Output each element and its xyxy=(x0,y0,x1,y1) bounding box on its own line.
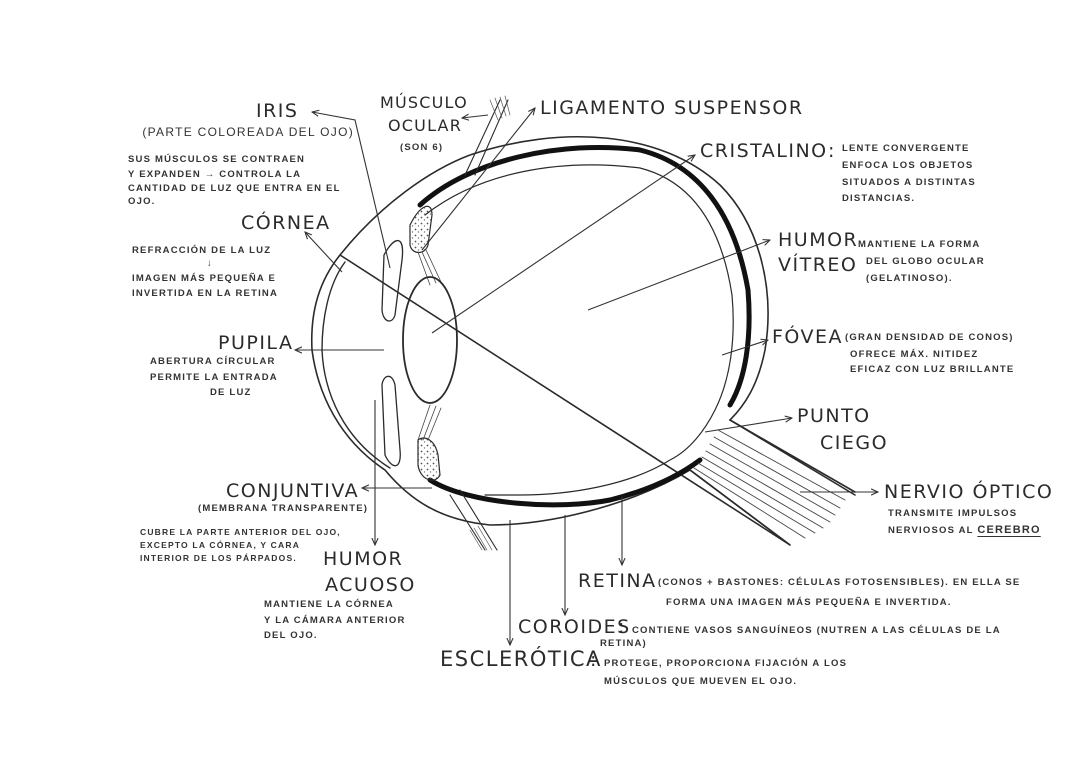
label-iris: IRIS xyxy=(256,100,299,122)
leader-fovea xyxy=(721,340,768,356)
leader-ligamento xyxy=(421,108,535,251)
label-musculo-1: MÚSCULO xyxy=(380,93,468,112)
iris-bottom xyxy=(381,375,401,467)
label-humor-acuoso-2: ACUOSO xyxy=(325,574,416,596)
cristalino-desc-4: DISTANCIAS. xyxy=(842,193,916,204)
label-ligamento: LIGAMENTO SUSPENSOR xyxy=(540,97,804,119)
cristalino-desc-1: LENTE CONVERGENTE xyxy=(842,143,970,154)
label-humor-acuoso-1: HUMOR xyxy=(323,548,404,570)
eye-muscle-top xyxy=(464,99,509,176)
conjuntiva-desc-1: CUBRE LA PARTE ANTERIOR DEL OJO, xyxy=(140,527,341,537)
acuoso-desc-1: MANTIENE LA CÓRNEA xyxy=(264,599,394,610)
vitreo-desc-1: MANTIENE LA FORMA xyxy=(858,239,981,250)
optic-nerve-bottom xyxy=(689,469,791,546)
fovea-desc-2: EFICAZ CON LUZ BRILLANTE xyxy=(850,364,1015,375)
acuoso-desc-3: DEL OJO. xyxy=(264,630,318,641)
label-conjuntiva: CONJUNTIVA xyxy=(226,480,360,502)
label-cristalino: CRISTALINO xyxy=(700,140,828,162)
label-punto-ciego-2: CIEGO xyxy=(820,432,889,454)
pupila-desc-1: ABERTURA CÍRCULAR xyxy=(150,356,276,367)
leader-lines xyxy=(295,108,878,645)
cristalino-sep: : xyxy=(828,140,836,162)
ciliary-top xyxy=(409,205,433,254)
leader-cornea xyxy=(305,232,343,273)
choroid xyxy=(417,145,752,408)
ciliary-bottom xyxy=(417,437,441,481)
leader-cristalino xyxy=(431,155,695,334)
retina-desc-2: FORMA UNA IMAGEN MÁS PEQUEÑA E INVERTIDA… xyxy=(666,597,952,608)
label-fovea: FÓVEA xyxy=(772,326,844,348)
iris-desc-2: Y EXPANDEN → CONTROLA LA xyxy=(128,169,302,180)
esclerotica-sep: : xyxy=(590,649,598,671)
iris-subtitle: (PARTE COLOREADA DEL OJO) xyxy=(142,125,354,139)
coroides-desc-inline: CONTIENE VASOS SANGUÍNEOS (NUTREN A LAS … xyxy=(632,625,1001,636)
nervio-desc-1: TRANSMITE IMPULSOS xyxy=(888,508,1018,519)
vitreo-desc-3: (GELATINOSO). xyxy=(866,273,953,284)
cornea xyxy=(321,261,391,469)
cornea-desc-3: INVERTIDA EN LA RETINA xyxy=(132,288,279,299)
coroides-sep: : xyxy=(618,616,626,638)
esclerotica-desc-2: MÚSCULOS QUE MUEVEN EL OJO. xyxy=(604,676,798,687)
retina-desc-inline: (CONOS + BASTONES: CÉLULAS FOTOSENSIBLES… xyxy=(658,577,1021,588)
acuoso-desc-2: Y LA CÁMARA ANTERIOR xyxy=(264,615,406,626)
conjuntiva-desc-3: INTERIOR DE LOS PÁRPADOS. xyxy=(140,553,297,563)
label-cornea: CÓRNEA xyxy=(241,212,331,234)
iris-desc-1: SUS MÚSCULOS SE CONTRAEN xyxy=(128,154,306,165)
iris-desc-3: CANTIDAD DE LUZ QUE ENTRA EN EL xyxy=(128,183,341,194)
iris-top xyxy=(381,239,404,322)
conjuntiva-desc-2: EXCEPTO LA CÓRNEA, Y CARA xyxy=(140,540,301,550)
eyeball xyxy=(310,95,856,551)
lens xyxy=(402,276,458,404)
choroid-bottom xyxy=(427,457,703,508)
nervio-desc-2-emph: CEREBRO xyxy=(977,524,1041,536)
label-coroides: COROIDES xyxy=(518,616,631,638)
leader-vitreo xyxy=(587,240,770,311)
label-nervio-optico: NERVIO ÓPTICO xyxy=(884,481,1054,503)
label-esclerotica: ESCLERÓTICA xyxy=(440,647,602,671)
leader-musculo xyxy=(462,115,489,118)
nerve-fibers xyxy=(693,429,846,539)
cristalino-desc-3: SITUADOS A DISTINTAS xyxy=(842,177,976,188)
musculo-note: (SON 6) xyxy=(400,142,444,153)
leader-iris xyxy=(312,112,391,269)
label-retina: RETINA xyxy=(578,570,657,592)
leader-punto xyxy=(704,418,792,433)
vitreo-desc-2: DEL GLOBO OCULAR xyxy=(866,256,985,267)
iris-desc-4: OJO. xyxy=(128,196,156,207)
label-pupila: PUPILA xyxy=(218,332,294,354)
pupila-desc-2: PERMITE LA ENTRADA xyxy=(150,372,278,383)
eye-muscle-bottom xyxy=(449,489,498,551)
coroides-desc-2: RETINA) xyxy=(600,638,647,649)
fovea-desc-inline: (GRAN DENSIDAD DE CONOS) xyxy=(845,332,1014,343)
nervio-desc-2: NERVIOSOS AL CEREBRO xyxy=(888,522,1041,539)
label-humor-vitreo-2: VÍTREO xyxy=(778,254,858,276)
esclerotica-desc-inline: PROTEGE, PROPORCIONA FIJACIÓN A LOS xyxy=(604,658,848,669)
nervio-desc-2-prefix: NERVIOSOS AL xyxy=(888,525,974,536)
label-humor-vitreo-1: HUMOR xyxy=(778,229,859,251)
cornea-desc-arrow: ↓ xyxy=(207,258,213,269)
cornea-desc-1: REFRACCIÓN DE LA LUZ xyxy=(132,245,272,256)
retina xyxy=(424,164,734,496)
label-musculo-2: OCULAR xyxy=(388,116,463,135)
label-punto-ciego-1: PUNTO xyxy=(797,405,871,427)
cristalino-desc-2: ENFOCA LOS OBJETOS xyxy=(842,160,974,171)
pupila-desc-3: DE LUZ xyxy=(210,387,252,398)
conjuntiva-subtitle: (MEMBRANA TRANSPARENTE) xyxy=(198,503,369,514)
optic-nerve-top xyxy=(729,419,856,493)
fovea-desc-1: OFRECE MÁX. NITIDEZ xyxy=(850,349,979,360)
cornea-desc-2: IMAGEN MÁS PEQUEÑA E xyxy=(132,273,276,284)
sclera-outer xyxy=(310,135,856,546)
